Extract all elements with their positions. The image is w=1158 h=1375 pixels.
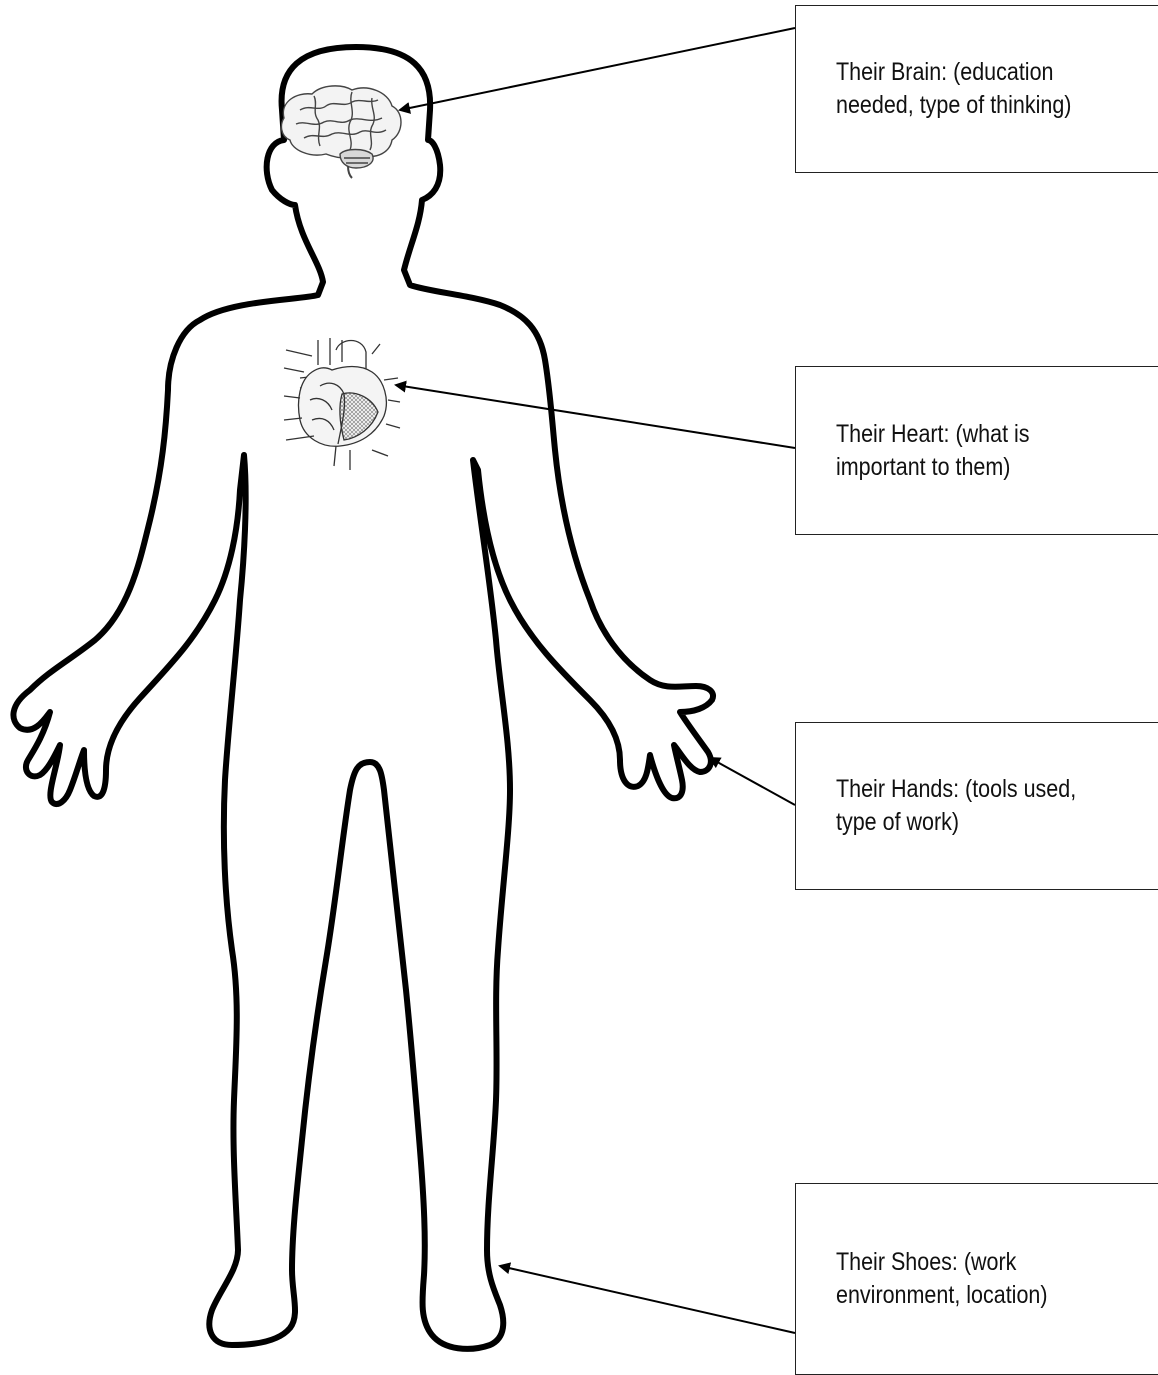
heart-label: Their Heart: (what is important to them): [836, 418, 1030, 484]
hands-label: Their Hands: (tools used, type of work): [836, 773, 1076, 839]
arrow-shoes: [500, 1266, 795, 1333]
arrow-hands: [710, 758, 795, 805]
hands-label-box: Their Hands: (tools used, type of work): [795, 722, 1158, 890]
human-body-outline: [13, 47, 713, 1349]
shoes-label: Their Shoes: (work environment, location…: [836, 1246, 1048, 1312]
heart-label-box: Their Heart: (what is important to them): [795, 366, 1158, 535]
brain-label-box: Their Brain: (education needed, type of …: [795, 5, 1158, 173]
brain-icon: [282, 86, 401, 178]
arrow-brain: [400, 28, 795, 110]
arrow-heart: [396, 385, 795, 448]
heart-anatomy-icon: [284, 338, 400, 470]
brain-label: Their Brain: (education needed, type of …: [836, 56, 1071, 122]
shoes-label-box: Their Shoes: (work environment, location…: [795, 1183, 1158, 1375]
